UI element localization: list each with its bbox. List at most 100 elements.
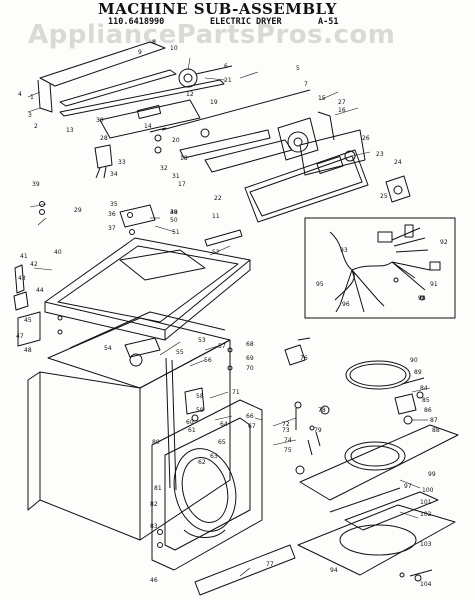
callout-52: 52: [212, 249, 220, 256]
callout-59: 59: [196, 407, 204, 414]
model-number: 110.6418990: [108, 17, 165, 27]
page-code: A-51: [318, 17, 339, 27]
callout-30: 30: [96, 117, 104, 124]
callout-15: 15: [318, 95, 326, 102]
callout-74: 74: [284, 437, 292, 444]
callout-41: 41: [20, 253, 28, 260]
callout-47: 47: [16, 333, 24, 340]
callout-10: 10: [170, 45, 178, 52]
watermark: AppliancePartsPros.com: [28, 20, 396, 50]
callout-73: 73: [282, 427, 290, 434]
callout-32: 32: [160, 165, 168, 172]
callout-12: 12: [186, 91, 194, 98]
callout-76: 76: [300, 355, 308, 362]
callout-24: 24: [394, 159, 402, 166]
cabinet: [13, 264, 231, 541]
callout-29: 29: [74, 207, 82, 214]
control-console: [179, 129, 369, 223]
callout-101: 101: [420, 499, 432, 506]
callout-68: 68: [246, 341, 254, 348]
callout-91: 91: [430, 281, 438, 288]
callout-46: 46: [150, 577, 158, 584]
door-switch-parts: [184, 337, 330, 475]
callout-66: 66: [246, 413, 254, 420]
door-assembly: [299, 360, 459, 501]
callout-69: 69: [246, 355, 254, 362]
callout-50: 50: [170, 217, 178, 224]
callout-94: 94: [330, 567, 338, 574]
callout-97: 97: [404, 483, 412, 490]
callout-14: 14: [144, 123, 152, 130]
callout-80: 80: [152, 439, 160, 446]
callout-56: 56: [204, 357, 212, 364]
callout-58: 58: [196, 393, 204, 400]
callout-3: 3: [28, 112, 32, 119]
callout-98: 98: [418, 295, 426, 302]
callout-77: 77: [266, 561, 274, 568]
callout-22: 22: [214, 195, 222, 202]
callout-90: 90: [410, 357, 418, 364]
callout-48: 48: [24, 347, 32, 354]
callout-104: 104: [420, 581, 432, 588]
callout-44: 44: [36, 287, 44, 294]
callout-6: 6: [224, 63, 228, 70]
callout-33: 33: [118, 159, 126, 166]
callout-37: 37: [108, 225, 116, 232]
front-panel: [151, 399, 263, 571]
callout-54: 54: [104, 345, 112, 352]
callout-87: 87: [430, 417, 438, 424]
callout-51: 51: [172, 229, 180, 236]
callout-78: 78: [318, 407, 326, 414]
callout-19: 19: [210, 99, 218, 106]
callout-57: 57: [218, 343, 226, 350]
callout-25: 25: [380, 193, 388, 200]
callout-23: 23: [376, 151, 384, 158]
callout-9: 9: [138, 49, 142, 56]
callout-60: 60: [186, 419, 194, 426]
callout-61: 61: [188, 427, 196, 434]
callout-16: 16: [338, 107, 346, 114]
callout-7: 7: [304, 81, 308, 88]
callout-43: 43: [18, 275, 26, 282]
callout-93: 93: [340, 247, 348, 254]
callout-89: 89: [414, 369, 422, 376]
callout-31: 31: [172, 173, 180, 180]
control-small-parts: [94, 128, 411, 203]
callout-4: 4: [18, 91, 22, 98]
callout-83: 83: [150, 523, 158, 530]
callout-42: 42: [30, 261, 38, 268]
top-panel: [44, 204, 251, 341]
callout-99: 99: [428, 471, 436, 478]
top-rail-parts: [37, 41, 225, 139]
callout-86: 86: [424, 407, 432, 414]
callout-81: 81: [154, 485, 162, 492]
callout-100: 100: [422, 487, 434, 494]
callout-65: 65: [218, 439, 226, 446]
callout-71: 71: [232, 389, 240, 396]
callout-38: 38: [170, 209, 178, 216]
callout-36: 36: [108, 211, 116, 218]
callout-70: 70: [246, 365, 254, 372]
fastener-glyphs: [39, 201, 425, 578]
callout-49: 49: [170, 209, 178, 216]
callout-62: 62: [198, 459, 206, 466]
support-rod: [161, 89, 311, 131]
callout-84: 84: [420, 385, 428, 392]
callout-8: 8: [152, 39, 156, 46]
callout-82: 82: [150, 501, 158, 508]
callout-40: 40: [54, 249, 62, 256]
callout-39: 39: [32, 181, 40, 188]
callout-35: 35: [110, 201, 118, 208]
callout-27: 27: [338, 99, 346, 106]
callout-75: 75: [284, 447, 292, 454]
callout-67: 67: [248, 423, 256, 430]
callout-21: 21: [224, 77, 232, 84]
callout-11: 11: [212, 213, 220, 220]
callout-79: 79: [314, 427, 322, 434]
callout-85: 85: [422, 397, 430, 404]
callout-26: 26: [362, 135, 370, 142]
callout-72: 72: [282, 421, 290, 428]
callout-5: 5: [296, 65, 300, 72]
